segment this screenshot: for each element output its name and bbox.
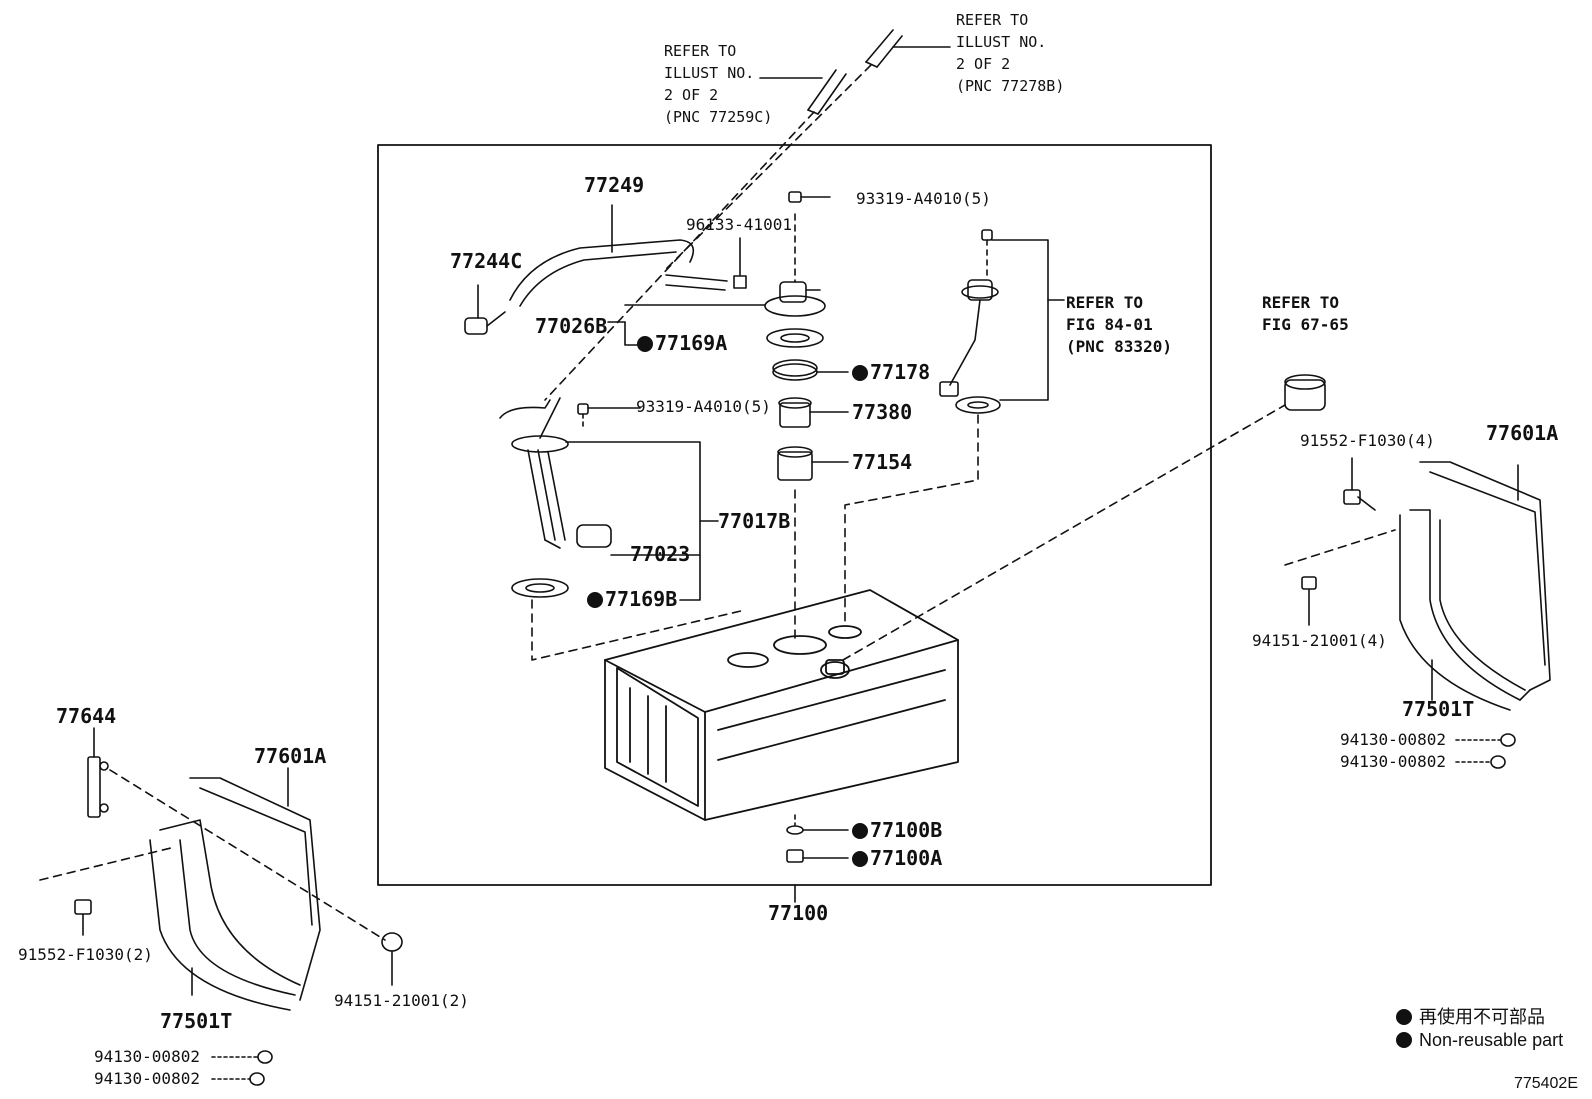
ref-line: ILLUST NO. — [956, 33, 1047, 51]
ref-line: REFER TO — [664, 42, 737, 60]
ref-line: ILLUST NO. — [664, 64, 755, 82]
non-reusable-icon — [1396, 1032, 1412, 1048]
clamp-77244C — [464, 284, 506, 335]
part-91552-f1030-right[interactable]: 91552-F1030(4) — [1300, 431, 1435, 450]
ref-line: REFER TO — [956, 11, 1029, 29]
ref-line: (PNC 77278B) — [956, 77, 1065, 95]
part-77100A[interactable]: 77100A — [852, 847, 942, 869]
non-reusable-icon — [852, 851, 868, 867]
cap-fig67 — [1284, 374, 1326, 411]
part-77380[interactable]: 77380 — [852, 400, 913, 424]
part-77100[interactable]: 77100 — [768, 901, 829, 925]
part-77017B[interactable]: 77017B — [718, 509, 791, 533]
refer-fig-67-65: REFER TO FIG 67-65 — [1262, 292, 1349, 336]
ref-line: REFER TO — [1262, 293, 1340, 312]
gasket-77169B — [511, 578, 569, 598]
right-bracket — [1284, 457, 1551, 769]
part-77023[interactable]: 77023 — [630, 542, 691, 566]
part-77169B[interactable]: 77169B — [587, 588, 677, 610]
non-reusable-icon — [852, 365, 868, 381]
part-77244C[interactable]: 77244C — [450, 249, 523, 273]
hose-top-right — [865, 29, 951, 68]
ref-line: (PNC 83320) — [1066, 337, 1172, 356]
part-94130-00802-left-2[interactable]: 94130-00802 — [94, 1069, 200, 1088]
part-number: 77169A — [655, 331, 728, 355]
non-reusable-icon — [587, 592, 603, 608]
cap-77380 — [778, 397, 849, 428]
part-77154[interactable]: 77154 — [852, 450, 913, 474]
part-number: 77169B — [605, 587, 678, 611]
ref-line: FIG 84-01 — [1066, 315, 1153, 334]
part-94130-00802-right-1[interactable]: 94130-00802 — [1340, 730, 1446, 749]
part-77100B[interactable]: 77100B — [852, 819, 942, 841]
legend-en: Non-reusable part — [1396, 1028, 1563, 1052]
part-77601A-right[interactable]: 77601A — [1486, 421, 1559, 445]
gasket-77169A — [766, 328, 824, 348]
sender-77026B — [764, 281, 826, 317]
part-number: 77178 — [870, 360, 931, 384]
part-94151-21001-left[interactable]: 94151-21001(2) — [334, 991, 469, 1010]
non-reusable-icon — [637, 336, 653, 352]
level-sender — [939, 229, 1065, 414]
legend-jp: 再使用不可部品 — [1396, 1005, 1545, 1029]
non-reusable-icon — [1396, 1009, 1412, 1025]
part-77501T-right[interactable]: 77501T — [1402, 697, 1475, 721]
refer-illust-77259c: REFER TO ILLUST NO. 2 OF 2 (PNC 77259C) — [664, 40, 772, 128]
part-number: 77100A — [870, 846, 943, 870]
part-77178[interactable]: 77178 — [852, 361, 930, 383]
part-96133-41001[interactable]: 96133-41001 — [686, 215, 792, 234]
part-94130-00802-right-2[interactable]: 94130-00802 — [1340, 752, 1446, 771]
hose-top-left — [759, 69, 847, 115]
refer-fig-84-01: REFER TO FIG 84-01 (PNC 83320) — [1066, 292, 1172, 358]
figure-code: 775402E — [1513, 1075, 1578, 1092]
part-77501T-left[interactable]: 77501T — [160, 1009, 233, 1033]
ref-line: 2 OF 2 — [664, 86, 719, 104]
ref-line: 2 OF 2 — [956, 55, 1011, 73]
non-reusable-icon — [852, 823, 868, 839]
part-number: 77100B — [870, 818, 943, 842]
left-bracket — [39, 727, 403, 1086]
refer-illust-77278b: REFER TO ILLUST NO. 2 OF 2 (PNC 77278B) — [956, 9, 1064, 97]
part-94151-21001-right[interactable]: 94151-21001(4) — [1252, 631, 1387, 650]
part-77249[interactable]: 77249 — [584, 173, 645, 197]
part-77026B[interactable]: 77026B — [535, 314, 608, 338]
ring-77154 — [777, 446, 849, 481]
part-94130-00802-left-1[interactable]: 94130-00802 — [94, 1047, 200, 1066]
ref-line: FIG 67-65 — [1262, 315, 1349, 334]
ref-line: REFER TO — [1066, 293, 1144, 312]
ref-line: (PNC 77259C) — [664, 108, 773, 126]
part-77601A-left[interactable]: 77601A — [254, 744, 327, 768]
part-77644[interactable]: 77644 — [56, 704, 117, 728]
part-93319-a4010-mid[interactable]: 93319-A4010(5) — [636, 397, 771, 416]
legend-text: Non-reusable part — [1419, 1030, 1564, 1050]
pump-77017B — [499, 397, 701, 556]
part-77169A[interactable]: 77169A — [637, 332, 727, 354]
part-93319-a4010-top[interactable]: 93319-A4010(5) — [856, 189, 991, 208]
hose-77249 — [509, 239, 695, 301]
part-91552-f1030-left[interactable]: 91552-F1030(2) — [18, 945, 153, 964]
fuel-tank-body — [604, 589, 959, 821]
legend-text: 再使用不可部品 — [1419, 1007, 1546, 1027]
